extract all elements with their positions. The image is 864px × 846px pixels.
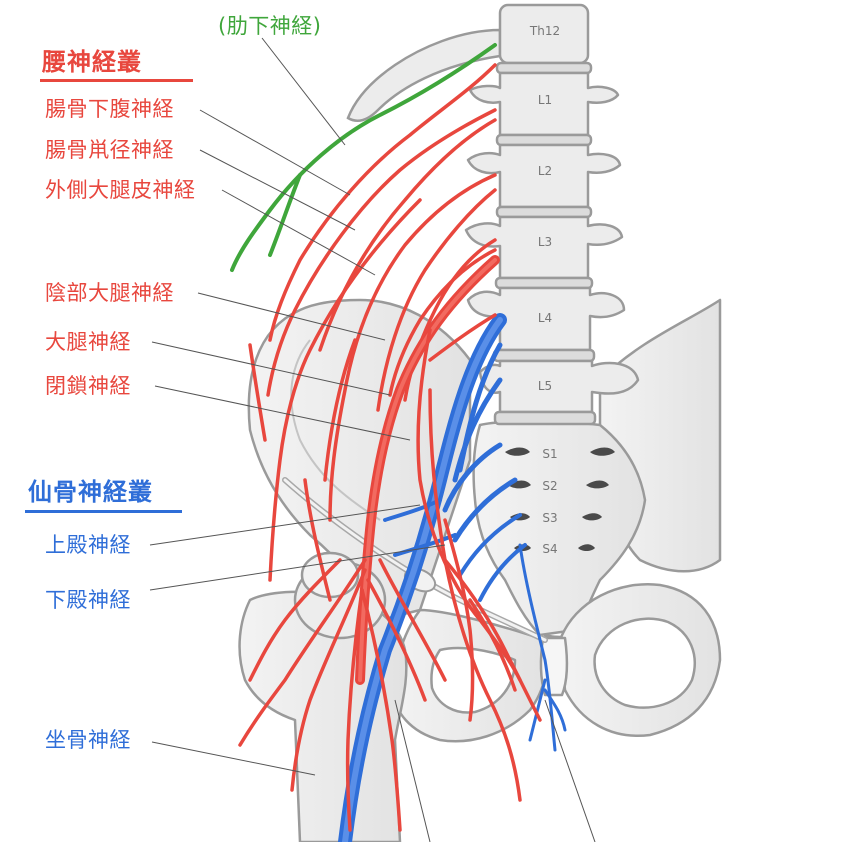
vertebra-l2 (466, 143, 622, 209)
label-obturator-nerve: 閉鎖神経 (45, 374, 131, 398)
vertebra-label-s4: S4 (542, 542, 557, 556)
vertebra-label-s2: S2 (542, 479, 557, 493)
label-sciatic-nerve: 坐骨神経 (45, 728, 131, 752)
lumbar-plexus-nerves (238, 63, 542, 832)
heading-underline-sacral (25, 510, 182, 513)
label-superior-gluteal-nerve: 上殿神経 (45, 533, 131, 557)
lumbar-spine (464, 3, 640, 426)
vertebra-label-s3: S3 (542, 511, 557, 525)
vertebra-label-l4: L4 (538, 311, 552, 325)
vertebra-labels: Th12 L1 L2 L3 L4 L5 S1 S2 S3 S4 (529, 24, 560, 556)
label-genitofemoral-nerve: 陰部大腿神経 (45, 281, 174, 305)
leader-lines (149, 37, 596, 843)
label-ilioinguinal-nerve: 腸骨鼡径神経 (45, 138, 174, 162)
label-subcostal-nerve: (肋下神経) (218, 14, 322, 38)
vertebra-l5 (478, 359, 640, 414)
heading-lumbar-plexus: 腰神経叢 (42, 48, 142, 76)
label-femoral-nerve: 大腿神経 (45, 330, 131, 354)
vertebra-label-s1: S1 (542, 447, 557, 461)
vertebra-l3 (464, 215, 624, 280)
sacral-foramina (505, 447, 615, 551)
heading-sacral-plexus: 仙骨神経叢 (28, 478, 153, 506)
vertebra-label-l2: L2 (538, 164, 552, 178)
label-inferior-gluteal-nerve: 下殿神経 (45, 588, 131, 612)
pelvis-bones (238, 298, 722, 844)
subcostal-nerve (230, 43, 497, 272)
vertebra-label-th12: Th12 (529, 24, 560, 38)
vertebra-label-l5: L5 (538, 379, 552, 393)
heading-underline-lumbar (40, 79, 193, 82)
sacral-plexus-nerves (338, 313, 567, 846)
vertebra-label-l3: L3 (538, 235, 552, 249)
vertebra-label-l1: L1 (538, 93, 552, 107)
label-iliohypogastric-nerve: 腸骨下腹神経 (45, 97, 174, 121)
label-lateral-femoral-cutaneous-nerve: 外側大腿皮神経 (45, 178, 196, 202)
vertebra-l1 (468, 71, 620, 137)
twelfth-rib (346, 28, 502, 122)
